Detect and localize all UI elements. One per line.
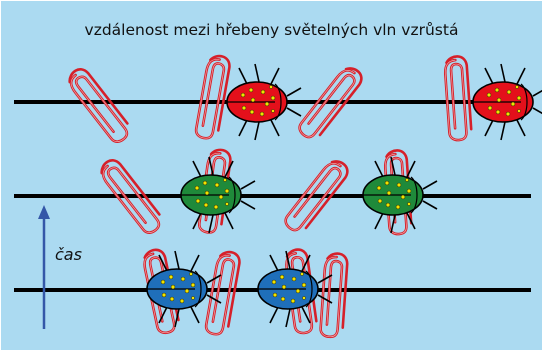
ladybug-green	[362, 156, 438, 234]
paperclip	[203, 248, 243, 338]
paperclip	[442, 54, 474, 142]
ladybug-green	[180, 156, 256, 234]
time-arrow	[38, 205, 50, 329]
diagram-title: vzdálenost mezi hřebeny světelných vln v…	[84, 21, 459, 39]
ladybug-blue	[257, 250, 333, 328]
time-axis-label: čas	[55, 245, 82, 264]
paperclip	[193, 52, 233, 142]
ladybug-blue	[146, 250, 222, 328]
paperclip	[318, 251, 350, 339]
ladybug-red	[226, 63, 302, 141]
ladybug-red	[472, 63, 542, 141]
paperclip	[63, 64, 135, 147]
